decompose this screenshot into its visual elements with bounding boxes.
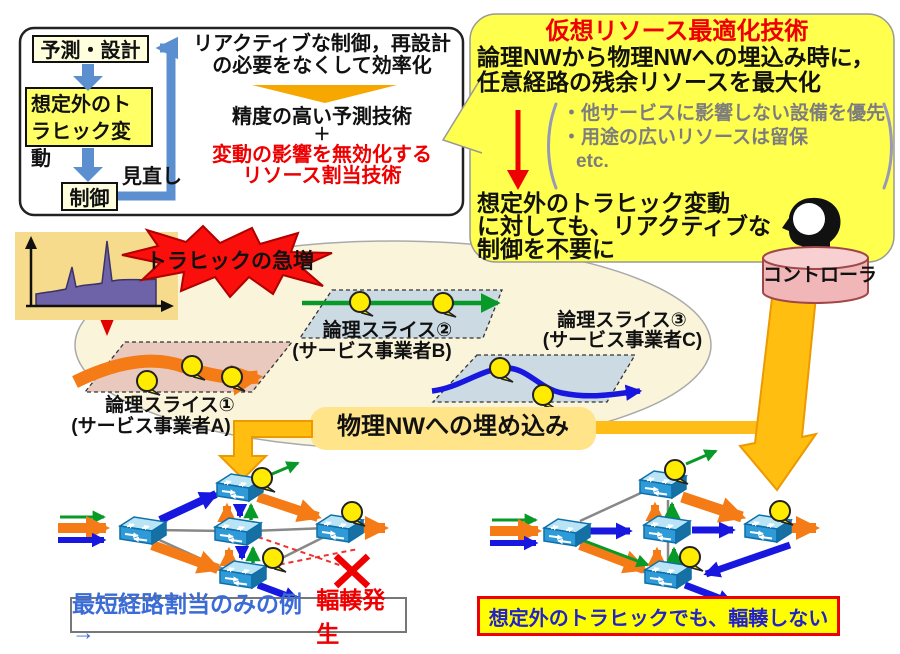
switch-icon: [644, 516, 690, 543]
switch-icon: [544, 519, 590, 546]
slice2-shape: [298, 289, 503, 339]
switch-icon: [120, 517, 166, 544]
flow-box-control: 制御: [69, 188, 110, 210]
burst-star: [121, 224, 333, 299]
review-loop-arrow: [117, 36, 178, 201]
slice1-sub: (サービス事業者A): [71, 416, 231, 437]
switch-icon: [215, 518, 261, 545]
bubble-body1: 論理NWから物理NWへの埋込み時に，: [477, 44, 875, 70]
flow-down-arrow: [73, 148, 103, 182]
slice3-title: 論理スライス③: [557, 310, 687, 331]
controller-head-icon: [782, 197, 841, 258]
note-bracket-right: [882, 102, 893, 190]
slice1-title: 論理スライス①: [105, 395, 235, 416]
bubble-title: 仮想リソース最適化技術: [545, 18, 809, 45]
blue-demand-arrow: [431, 365, 643, 401]
slice3-shape: [431, 354, 643, 410]
bubble-body2: 任意経路の残余リソースを最大化: [477, 69, 821, 95]
caption-no-congestion: 想定外のトラヒックでも、輻輳しない: [477, 596, 840, 636]
slice3-sub: (サービス事業者C): [542, 330, 703, 351]
derive-triangle: [252, 85, 397, 103]
flow-box-unexpected: 想定外のトラヒック変動: [31, 94, 131, 170]
bubble-result2: に対しても、リアクティブな: [477, 213, 771, 239]
bubble-note3: etc.: [576, 151, 609, 172]
caption-shortest-path: 最短経路割当のみの例→ 輻輳発生: [70, 587, 407, 647]
tech-plus: ＋: [313, 125, 331, 144]
benefit-line2: の必要をなくして効率化: [212, 55, 432, 77]
caption-left-red: 輻輳発生: [316, 587, 386, 647]
controller-cylinder: [762, 246, 869, 304]
left-network: [58, 461, 389, 604]
bubble-red-arrow: [507, 110, 529, 190]
embed-down-arrow: [217, 420, 313, 481]
slice2-title: 論理スライス②: [322, 320, 453, 341]
embed-label-plate: [310, 407, 596, 450]
benefit-line1: リアクティブな制御，再設計: [193, 33, 451, 55]
slice1-shape: [72, 341, 294, 396]
flow-down-arrow: [73, 64, 103, 91]
bubble-result1: 想定外のトラヒック変動: [477, 190, 730, 216]
solution-bubble: [441, 13, 895, 263]
congestion-x-icon: [333, 553, 371, 589]
controller-label: コントローラ: [763, 265, 878, 286]
tech-line1: 精度の高い予測技術: [232, 106, 412, 128]
flow-box-forecast: 予測・設計: [40, 40, 141, 62]
controller-command-arrow: [738, 294, 819, 492]
tech-line2: 変動の影響を無効化する: [212, 144, 432, 166]
embed-label: 物理NWへの埋め込み: [337, 413, 569, 440]
right-network: [490, 449, 820, 607]
slice2-sub: (サービス事業者B): [292, 341, 452, 362]
caption-left-blue: 最短経路割当のみの例→: [72, 590, 302, 645]
traffic-burst-label: トラヒックの急増: [146, 250, 314, 273]
review-loop-label: 見直し: [122, 166, 182, 188]
bubble-result3: 制御を不要に: [477, 236, 615, 262]
bubble-note2: ・用途の広いリソースは留保: [562, 127, 809, 148]
bubble-note1: ・他サービスに影響しない設備を優先: [562, 103, 886, 124]
tech-line3: リソース割当技術: [242, 165, 402, 187]
note-bracket-left: [547, 102, 558, 190]
caption-right-text: 想定外のトラヒックでも、輻輳しない: [488, 607, 829, 630]
